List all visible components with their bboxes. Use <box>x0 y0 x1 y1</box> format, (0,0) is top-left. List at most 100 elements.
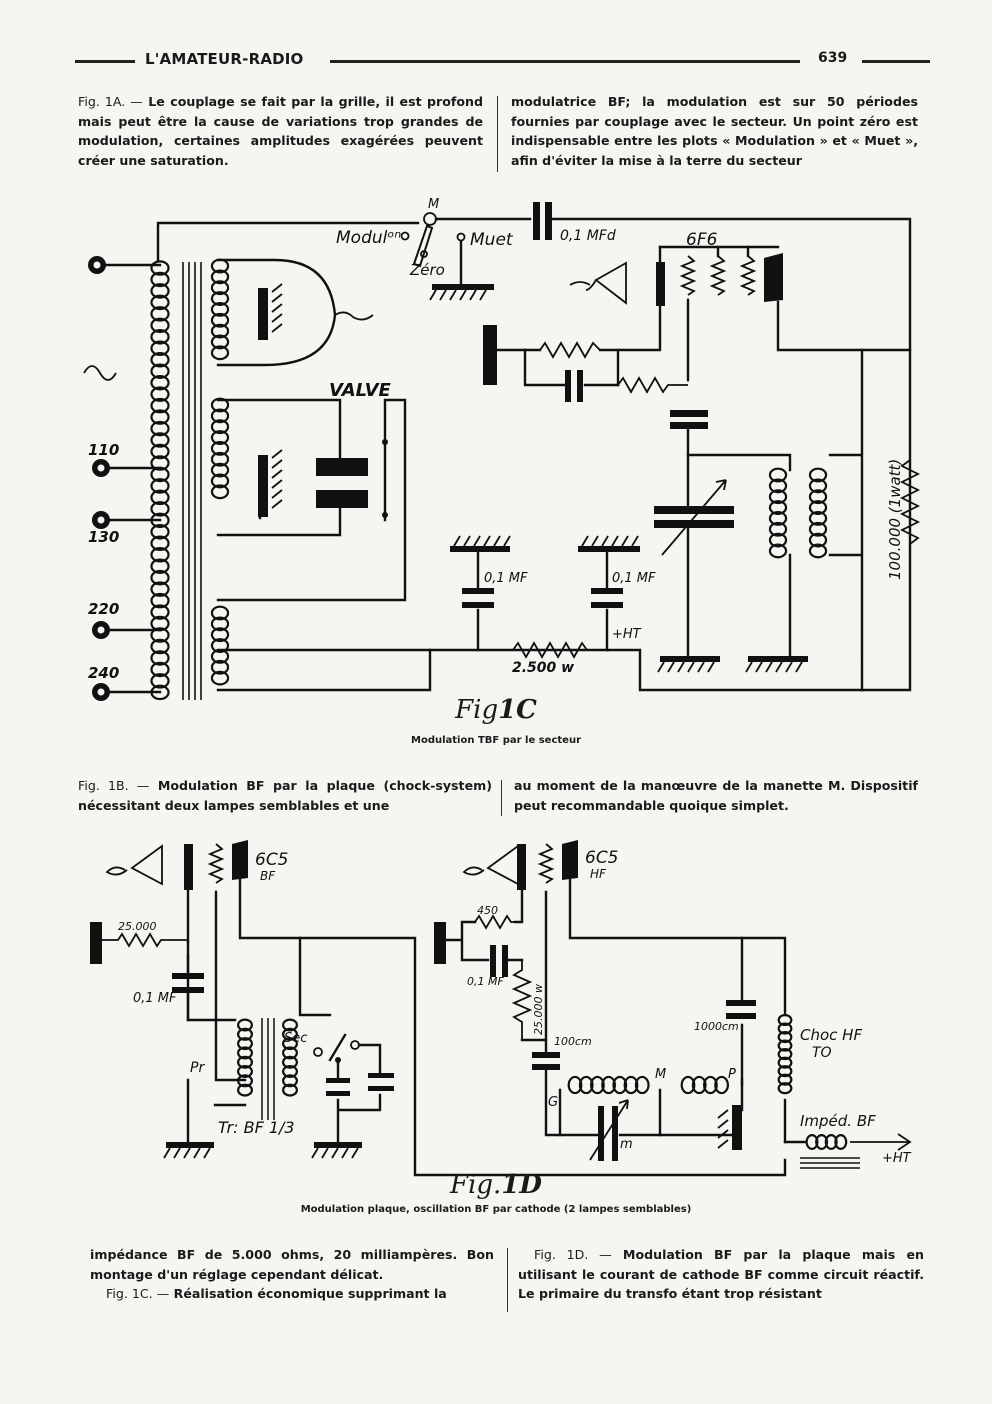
ground-symbol <box>745 656 808 673</box>
figure-title-number: 1D <box>501 1170 542 1200</box>
transformer-secondaries <box>210 258 230 686</box>
valve-plate <box>316 458 368 476</box>
wire <box>740 936 787 1017</box>
capacitor <box>490 945 496 977</box>
ground-plate <box>90 922 102 964</box>
valve-label: VALVE <box>329 380 392 401</box>
wire <box>214 890 332 1082</box>
tube-anode <box>232 840 248 880</box>
hatch <box>271 283 283 333</box>
wire <box>434 217 912 692</box>
capacitor <box>368 1073 394 1078</box>
fig-ref: Fig. 1A. — <box>78 94 143 109</box>
column-divider <box>507 1248 508 1312</box>
capacitor <box>326 1091 350 1096</box>
heater-loop <box>216 258 337 367</box>
schematic-fig-1c: 110 130 220 240 M Modulᵒⁿ Muet Zéro <box>83 197 921 701</box>
variable-capacitor <box>598 1106 604 1161</box>
wire <box>568 878 744 1112</box>
heater-lead <box>569 281 591 286</box>
ground-symbol <box>429 284 494 301</box>
ground-plate <box>258 288 268 340</box>
wire <box>495 298 662 352</box>
tap-240-label: 240 <box>88 664 119 682</box>
wire <box>216 648 432 692</box>
wire <box>716 245 750 258</box>
capacitor-label: 100cm <box>554 1035 592 1048</box>
capacitor <box>326 1078 350 1083</box>
valve-plate <box>316 490 368 508</box>
capacitor <box>670 410 708 417</box>
figure-title-1d: Fig.1D <box>0 1170 992 1200</box>
modul-contact-label: Modulᵒⁿ <box>336 228 401 248</box>
capacitor <box>462 602 494 608</box>
figure-caption-1c: Modulation TBF par le secteur <box>411 735 581 746</box>
ground-plate <box>483 325 497 385</box>
switch-lever <box>328 1033 347 1062</box>
resistor-label: 25.000 <box>118 920 157 933</box>
paragraph: Modulation BF par la plaque (chock-syste… <box>78 778 492 813</box>
wire <box>444 888 524 962</box>
tube-hf-sub: HF <box>590 867 607 881</box>
wire <box>238 878 787 1177</box>
transformer-bf <box>237 1018 299 1120</box>
paragraph: au moment de la manœuvre de la manette M… <box>514 778 918 813</box>
header-rule-right <box>862 60 930 63</box>
text-block3-left: impédance BF de 5.000 ohms, 20 milliampè… <box>90 1245 494 1304</box>
wire <box>788 348 864 692</box>
tube-anode <box>764 253 783 302</box>
transformer-label: Tr: BF 1/3 <box>218 1118 295 1137</box>
tube-bf-label: 6C5 <box>255 850 289 870</box>
heater-icon <box>462 844 519 886</box>
variable-capacitor <box>612 1106 618 1161</box>
ground-symbol <box>311 1142 362 1159</box>
paragraph: modulatrice BF; la modulation est sur 50… <box>511 94 918 168</box>
choke-sub-label: TO <box>812 1045 832 1061</box>
wire <box>186 1078 247 1144</box>
hatch <box>271 449 283 509</box>
header-rule-middle <box>330 60 800 63</box>
capacitor <box>591 588 623 594</box>
zero-contact <box>420 250 428 258</box>
ht-label: +HT <box>882 1151 912 1166</box>
ac-symbol-icon <box>83 365 117 381</box>
variable-arrow-icon <box>661 479 727 556</box>
hatch <box>717 1109 729 1149</box>
coupling-coils <box>768 467 828 559</box>
mains-terminals <box>88 256 162 701</box>
text-block1-left: Fig. 1A. — Le couplage se fait par la gr… <box>78 92 483 170</box>
choke-label: Choc HF <box>800 1026 862 1044</box>
ground-symbol <box>163 1142 214 1159</box>
switch-lever-icon <box>412 224 434 268</box>
wire <box>544 1038 737 1137</box>
ht-label: +HT <box>612 627 642 642</box>
tube-anode <box>562 840 578 880</box>
figure-caption-1d: Modulation plaque, oscillation BF par ca… <box>300 1204 692 1215</box>
tube-cathode <box>184 844 193 890</box>
text-block2-left: Fig. 1B. — Modulation BF par la plaque (… <box>78 776 492 815</box>
figure-title-1c: Fig1C <box>0 695 992 725</box>
wire <box>686 453 792 472</box>
impedance-bf <box>805 1134 848 1151</box>
resistor-25000 <box>102 932 188 948</box>
primary-label: Pr <box>190 1060 205 1076</box>
fig-ref: Fig. 1B. — <box>78 778 150 793</box>
capacitor <box>462 588 494 594</box>
wire <box>776 300 912 352</box>
coil-m-label: M <box>655 1067 666 1082</box>
wire <box>216 398 342 537</box>
capacitor <box>565 370 571 402</box>
running-header: L'AMATEUR-RADIO 639 <box>75 50 930 72</box>
resistor-2500 <box>512 641 588 659</box>
transformer-core <box>182 262 202 700</box>
capacitor-label: 0,1 MF <box>133 991 177 1006</box>
tube-6f6-label: 6F6 <box>686 230 718 250</box>
capacitor <box>670 422 708 429</box>
coil-p-label: P <box>728 1067 736 1082</box>
schematic-fig-1d: 6C5 BF 25.000 0,1 MF Pr Sec Tr: BF 1/3 <box>90 840 912 1177</box>
page-number: 639 <box>818 50 848 66</box>
resistor-grid <box>617 376 688 394</box>
tap-220-label: 220 <box>88 600 119 618</box>
tube-cathode <box>517 844 526 890</box>
capacitor-label: 0,1 MF <box>484 571 528 586</box>
